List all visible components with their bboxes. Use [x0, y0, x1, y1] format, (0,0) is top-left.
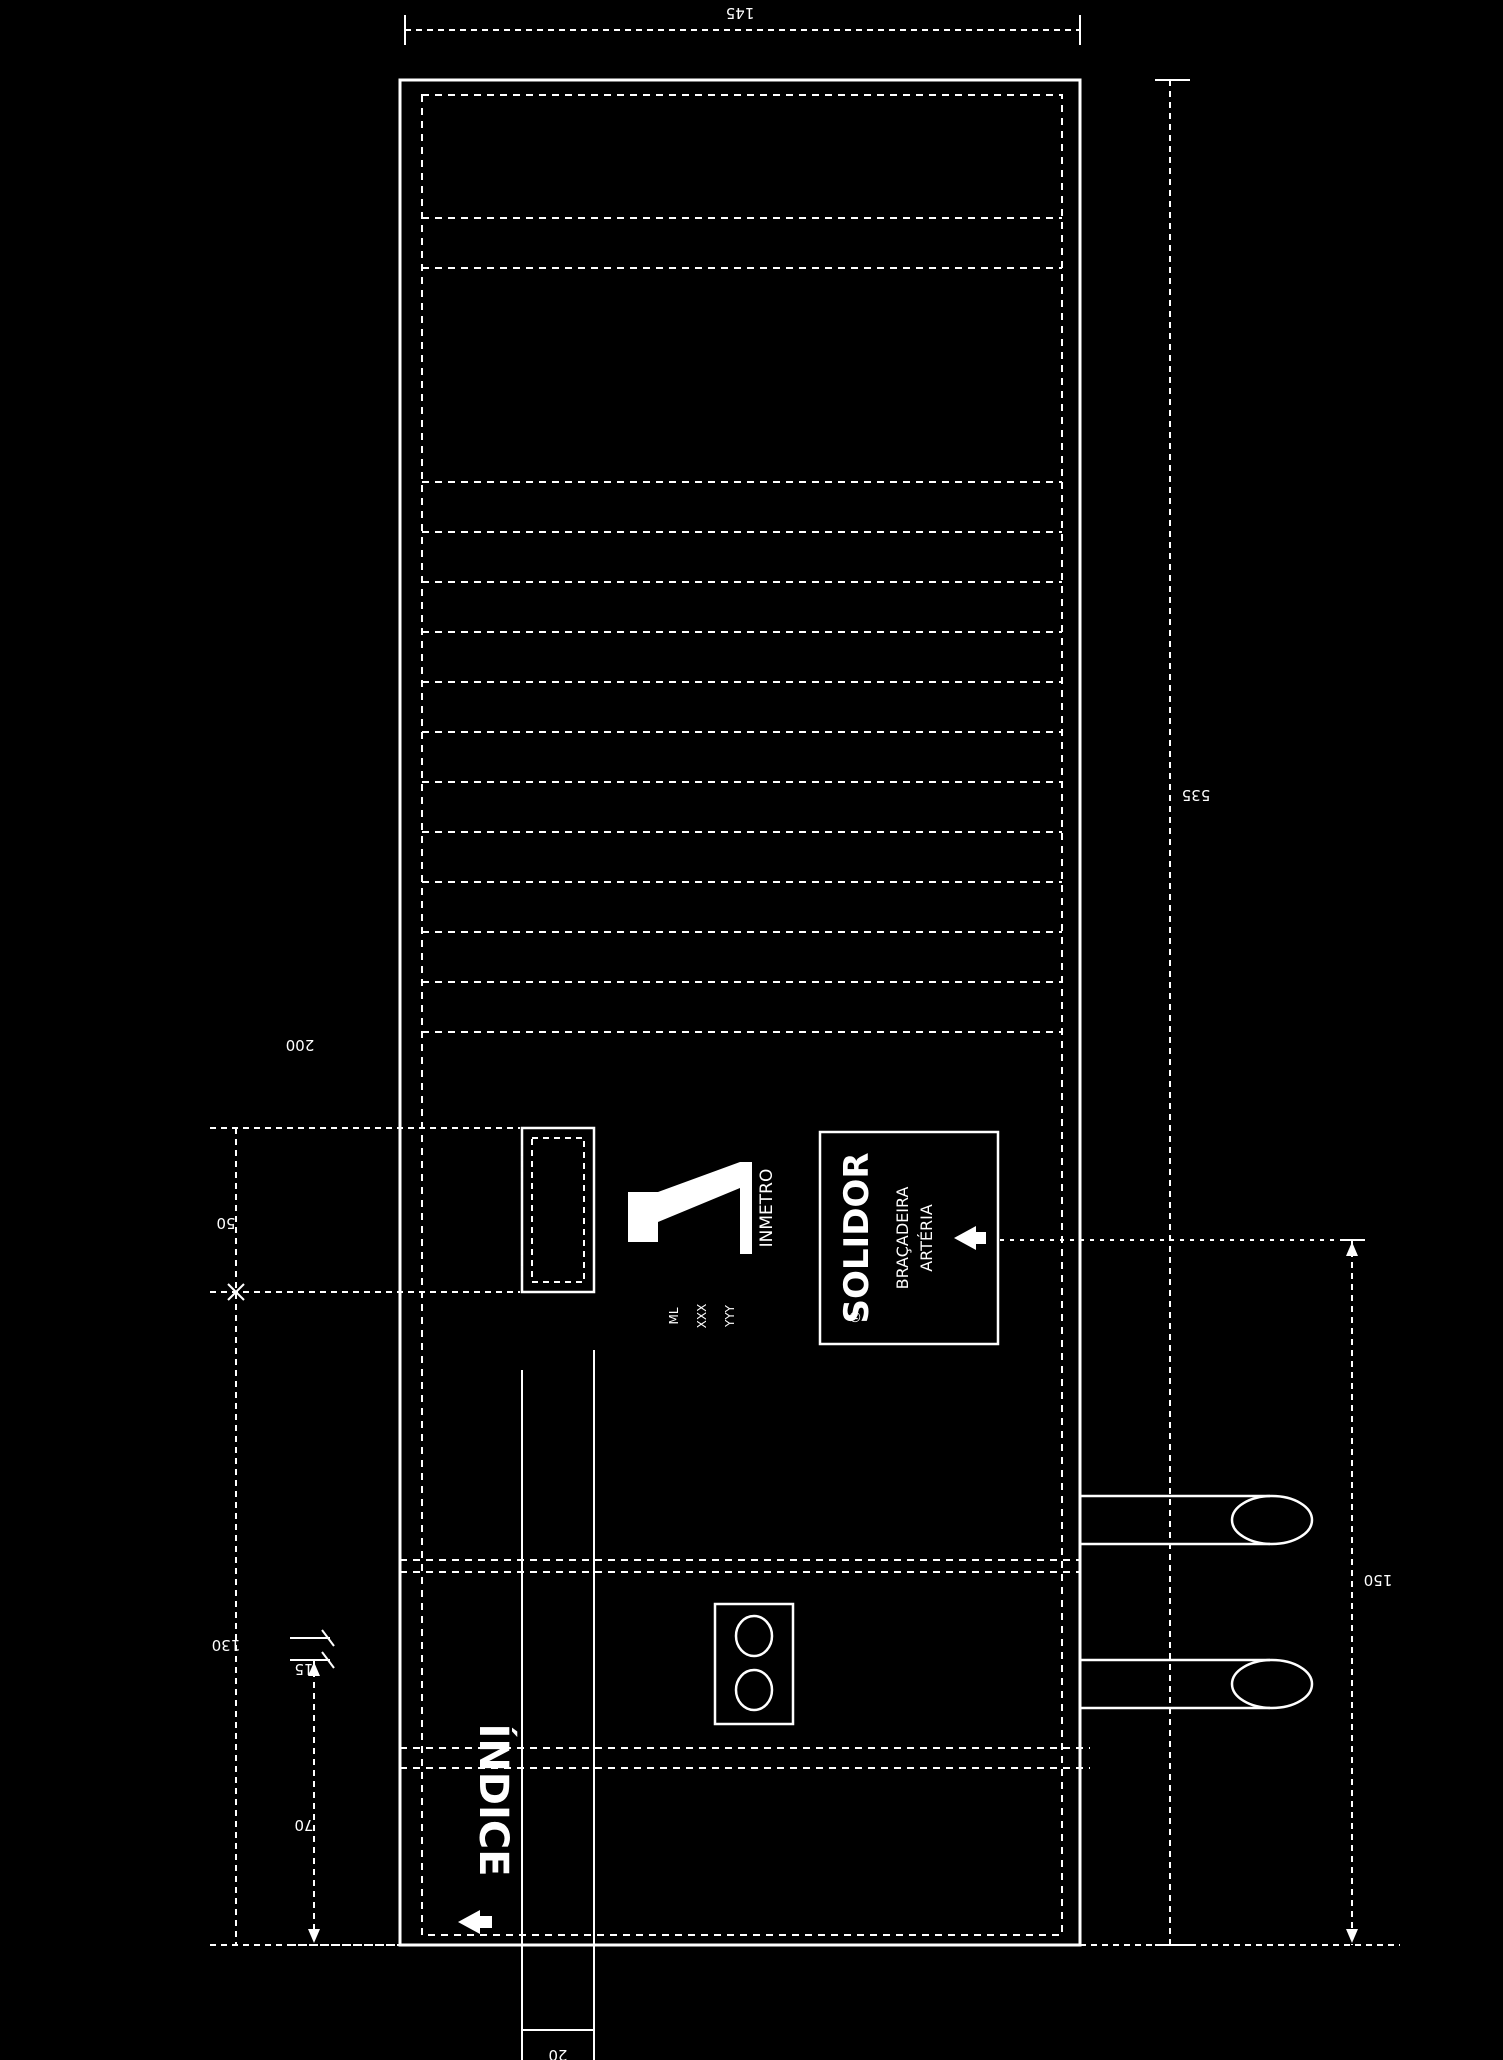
fold-lines [422, 217, 1062, 1033]
index-zone-lines [400, 1559, 1090, 1769]
dim-bottom-label: 20 [548, 2046, 567, 2060]
cuff-seam [421, 94, 1063, 1936]
velcro-slot [520, 1126, 596, 1294]
brand-name: SOLIDOR [837, 1152, 877, 1323]
dim-total-length-label: 535 [1182, 786, 1211, 804]
dim-grip-width-label: 15 [294, 1660, 313, 1678]
dim-index-offset-label: 70 [294, 1816, 313, 1834]
brand-line-1: BRAÇADEIRA [893, 1187, 912, 1290]
inmetro-line-2: XXX [695, 1304, 709, 1329]
dimension-grip-width [290, 1629, 335, 1669]
dim-top-width-label: 145 [726, 4, 755, 22]
dim-upper-section-label: 200 [286, 1036, 315, 1054]
dimension-top-width [404, 15, 1081, 45]
inmetro-label: INMETRO [757, 1169, 777, 1248]
brand-registered-mark: ® [848, 1310, 864, 1324]
dimension-strap-offset [1080, 1239, 1400, 1946]
index-label: ÍNDICE [470, 1723, 518, 1876]
brand-label: SOLIDOR ® BRAÇADEIRA ARTÉRIA [818, 1130, 1000, 1346]
dim-index-section-label: 130 [212, 1636, 241, 1654]
artery-arrow-icon [954, 1226, 976, 1250]
connector-rings [713, 1602, 795, 1726]
inmetro-codes: ML XXX YYY [667, 1304, 737, 1329]
brand-line-2: ARTÉRIA [917, 1204, 936, 1272]
dim-strap-offset-label: 150 [1364, 1571, 1393, 1589]
inmetro-line-1: ML [667, 1307, 681, 1324]
cuff-outline [398, 78, 1082, 1947]
inmetro-line-3: YYY [723, 1304, 737, 1328]
dimension-index-offset [290, 1660, 400, 1946]
inmetro-logo [628, 1162, 752, 1254]
index-arrow-icon [458, 1910, 492, 1934]
dim-slot-length-label: 50 [216, 1214, 235, 1232]
tube-lower [1080, 1658, 1314, 1710]
tube-upper [1080, 1494, 1314, 1546]
guide-lines [521, 1350, 595, 2060]
